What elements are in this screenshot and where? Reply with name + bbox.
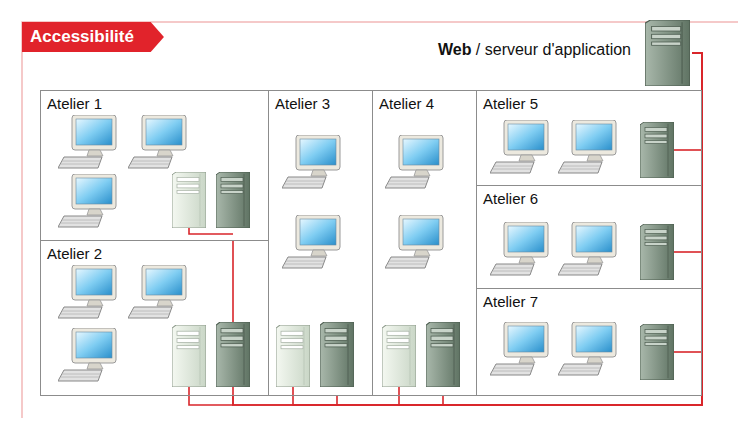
workshop-label: Atelier 5 xyxy=(483,95,538,112)
server-icon xyxy=(172,325,206,387)
workshop-box: Atelier 1 xyxy=(40,90,269,241)
workshop-box: Atelier 5 xyxy=(476,90,702,186)
computer-icon xyxy=(58,174,120,228)
server-icon xyxy=(382,325,416,387)
server-icon xyxy=(320,322,354,387)
server-icon xyxy=(426,322,460,387)
computer-icon xyxy=(58,328,120,382)
computer-icon xyxy=(128,115,190,169)
computer-icon xyxy=(282,135,344,189)
workshop-label: Atelier 4 xyxy=(379,95,434,112)
computer-icon xyxy=(490,222,552,276)
computer-icon xyxy=(558,120,620,174)
server-icon xyxy=(216,322,250,387)
workshop-box: Atelier 6 xyxy=(476,185,702,289)
network-link xyxy=(692,53,702,252)
local-wire xyxy=(189,228,233,234)
workshop-label: Atelier 1 xyxy=(47,95,102,112)
workshop-label: Atelier 6 xyxy=(483,190,538,207)
local-wire xyxy=(674,251,702,253)
computer-icon xyxy=(490,322,552,376)
computer-icon xyxy=(558,222,620,276)
server-icon xyxy=(172,172,206,228)
workshop-box: Atelier 4 xyxy=(372,90,477,396)
computer-icon xyxy=(558,322,620,376)
network-link xyxy=(692,53,702,352)
computer-icon xyxy=(490,120,552,174)
title-tab: Accessibilité xyxy=(22,22,164,52)
computer-icon xyxy=(282,215,344,269)
network-link xyxy=(337,53,702,405)
workshop-label: Atelier 2 xyxy=(47,245,102,262)
local-wire xyxy=(674,149,702,151)
title: Accessibilité xyxy=(22,22,164,47)
workshop-label: Atelier 7 xyxy=(483,293,538,310)
network-link xyxy=(233,53,702,405)
server-icon xyxy=(216,172,250,228)
local-wire xyxy=(189,387,233,405)
computer-icon xyxy=(385,135,447,189)
computer-icon xyxy=(58,265,120,319)
server-label: Web / serveur d'application xyxy=(438,41,631,59)
workshop-box: Atelier 3 xyxy=(268,90,373,396)
local-wire xyxy=(293,387,338,405)
server-icon xyxy=(640,224,674,280)
page-frame xyxy=(22,22,738,418)
computer-icon xyxy=(385,215,447,269)
local-wire xyxy=(674,351,702,353)
local-wire xyxy=(399,387,443,405)
computer-icon xyxy=(58,115,120,169)
server-icon xyxy=(645,20,690,86)
network-link xyxy=(233,53,702,405)
server-icon xyxy=(640,324,674,380)
server-icon xyxy=(640,122,674,178)
workshop-label: Atelier 3 xyxy=(275,95,330,112)
network-link xyxy=(692,53,702,150)
server-node: Web / serveur d'application xyxy=(400,20,692,86)
workshop-box: Atelier 2 xyxy=(40,240,269,396)
server-icon xyxy=(276,325,310,387)
workshop-box: Atelier 7 xyxy=(476,288,702,396)
network-link xyxy=(443,53,702,405)
computer-icon xyxy=(128,265,190,319)
